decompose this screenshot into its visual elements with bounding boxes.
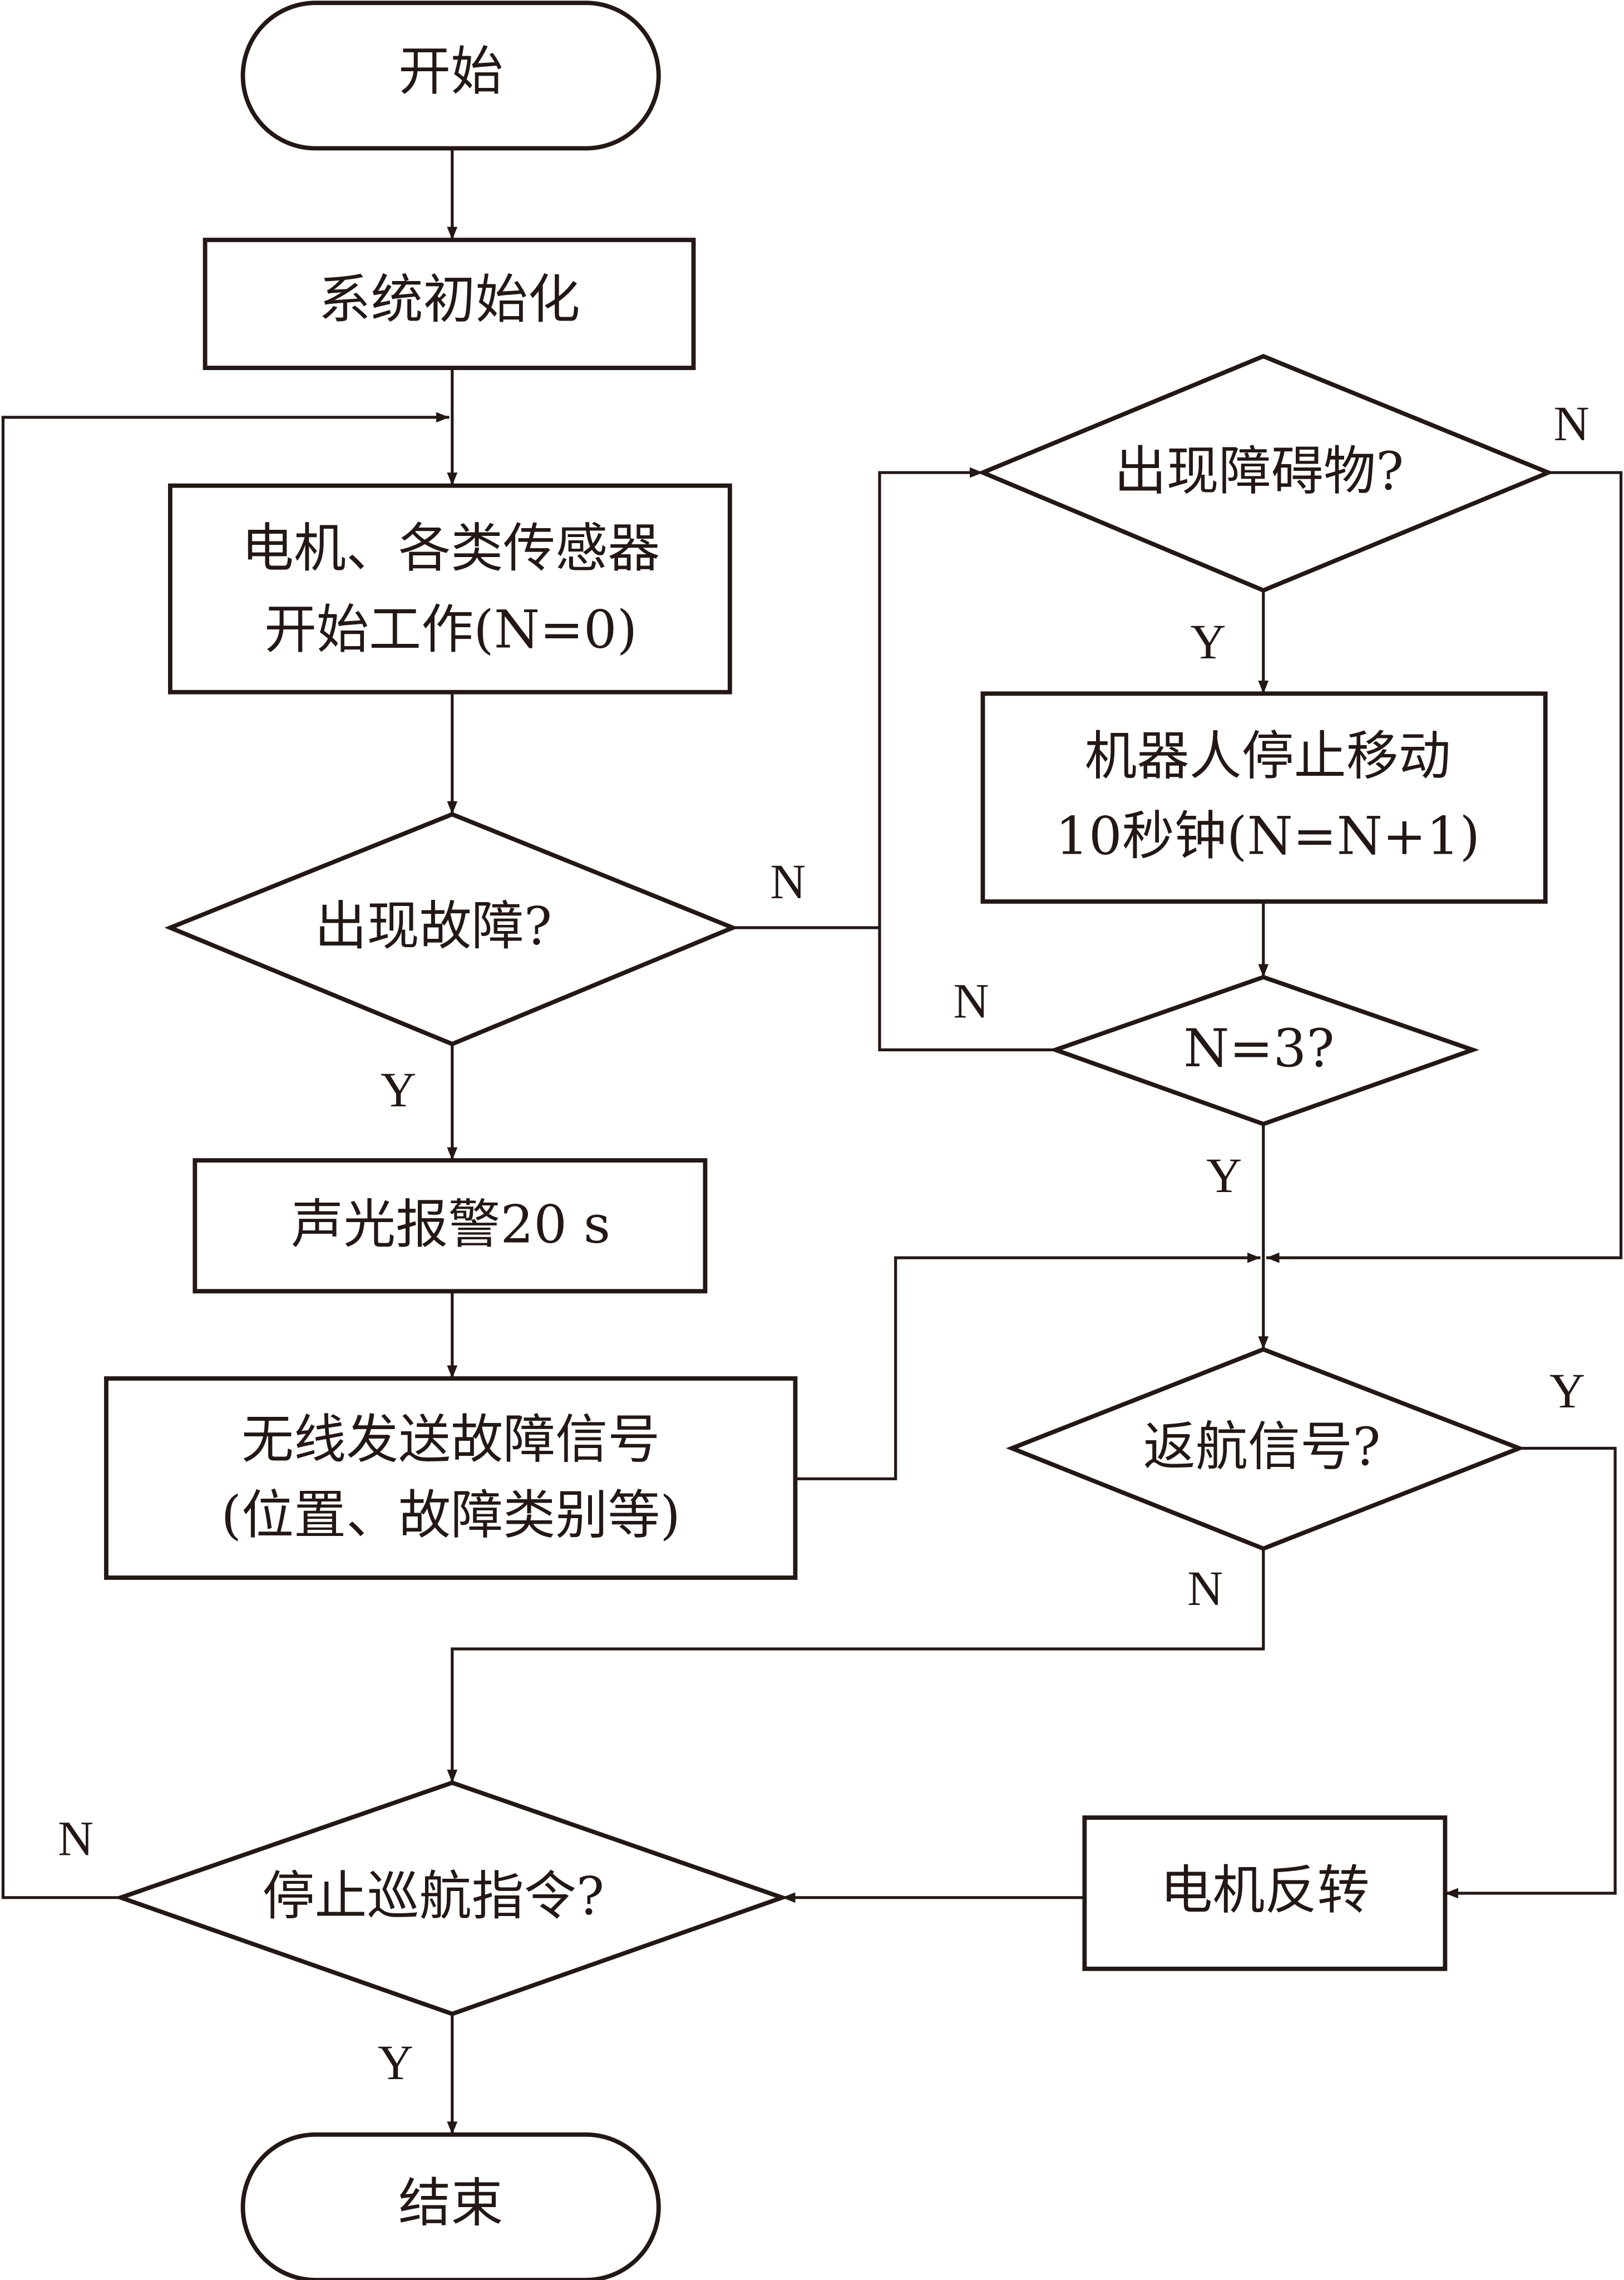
- sensors-label-line1: 电机、各类传感器: [241, 518, 660, 579]
- arrow-return-no-to-stop-cruise: [447, 1548, 1265, 1783]
- branch-label-obstacle-yes: Y: [1190, 615, 1226, 669]
- return-signal-label: 返航信号?: [1143, 1417, 1381, 1478]
- branch-label-fault-yes: Y: [381, 1063, 416, 1117]
- branch-label-return-yes: Y: [1549, 1364, 1585, 1419]
- sensors-box: [167, 483, 732, 695]
- end-label: 结束: [398, 2173, 503, 2234]
- alarm-label: 声光报警20 s: [291, 1194, 610, 1255]
- init-box: [203, 238, 696, 370]
- start-label: 开始: [398, 41, 503, 102]
- fault-decision-label: 出现故障?: [315, 897, 552, 957]
- branch-label-stop-cruise-no: N: [58, 1812, 93, 1867]
- line-n3-no: [878, 928, 1056, 1052]
- robot-stop-box: [980, 691, 1548, 904]
- robot-stop-label-line1: 机器人停止移动: [1084, 726, 1450, 787]
- branch-label-obstacle-no: N: [1554, 397, 1590, 451]
- arrow-obstacle-no: [1266, 471, 1623, 1263]
- branch-label-n3-no: N: [954, 974, 989, 1029]
- arrow-fault-no-to-obstacle: [733, 467, 983, 929]
- stop-cruise-label: 停止巡航指令?: [262, 1866, 604, 1927]
- send-fault-label-line1: 无线发送故障信号: [241, 1410, 660, 1470]
- motor-reverse-label: 电机反转: [1160, 1860, 1369, 1921]
- branch-label-fault-no: N: [770, 855, 806, 909]
- alarm-box: [192, 1158, 708, 1294]
- send-fault-box: [104, 1376, 798, 1580]
- sensors-label-line2: 开始工作(N=0): [264, 600, 637, 661]
- init-label: 系统初始化: [318, 270, 580, 331]
- branch-label-stop-cruise-yes: Y: [378, 2036, 413, 2090]
- n-equals-3-label: N=3?: [1183, 1018, 1334, 1079]
- arrow-return-yes-to-reverse: [1445, 1446, 1617, 1899]
- obstacle-decision-label: 出现障碍物?: [1114, 441, 1404, 502]
- arrow-loop-back: [1, 412, 450, 1899]
- arrow-send-to-merge: [795, 1252, 1261, 1480]
- branch-label-n3-yes: Y: [1206, 1149, 1242, 1203]
- branch-label-return-no: N: [1187, 1562, 1223, 1616]
- robot-stop-label-line2: 10秒钟(N=N+1): [1055, 806, 1480, 867]
- send-fault-label-line2: (位置、故障类别等): [221, 1485, 680, 1546]
